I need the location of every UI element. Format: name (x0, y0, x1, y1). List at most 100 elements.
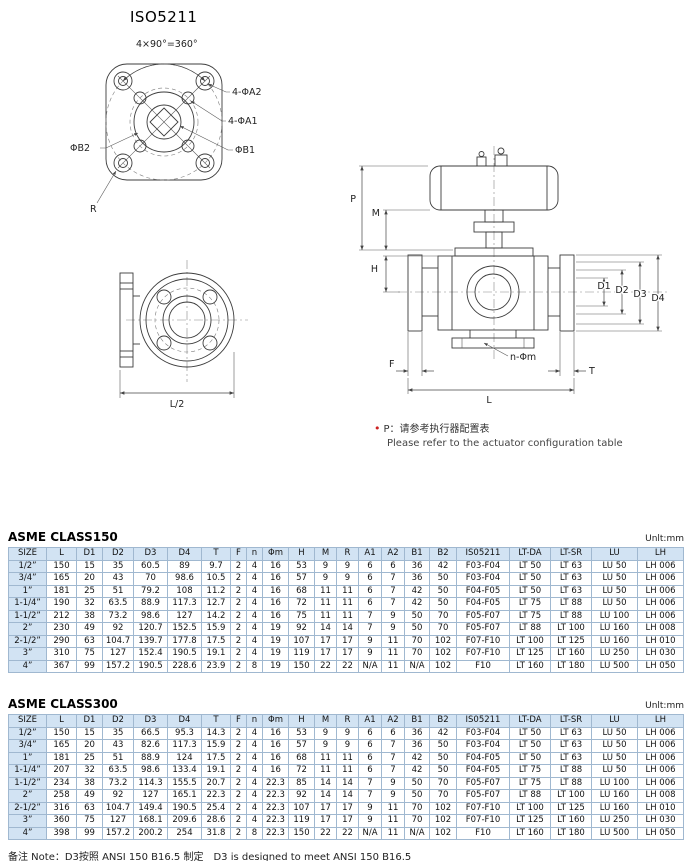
value-cell: 25 (76, 751, 103, 765)
column-header: LT-SR (550, 714, 592, 728)
value-cell: 36 (404, 739, 430, 753)
value-cell: 14.2 (201, 609, 231, 623)
half-l-label: L/2 (170, 399, 185, 410)
value-cell: 11 (381, 634, 405, 648)
value-cell: 70 (404, 814, 430, 828)
value-cell: 19 (262, 647, 289, 661)
footer-note-en: D3 is designed to meet ANSI 150 B16.5 (213, 852, 412, 861)
value-cell: 14 (314, 789, 337, 803)
b1-label: ΦB1 (235, 145, 255, 156)
value-cell: 17.5 (201, 751, 231, 765)
value-cell: 70 (429, 789, 457, 803)
value-cell: LT 75 (509, 776, 551, 790)
value-cell: 7 (381, 739, 405, 753)
value-cell: F05-F07 (456, 776, 510, 790)
column-header: A2 (381, 547, 405, 561)
value-cell: 42 (429, 559, 457, 573)
value-cell: 14 (336, 776, 359, 790)
value-cell: 7 (358, 609, 382, 623)
size-cell: 1” (8, 584, 47, 598)
value-cell: F05-F07 (456, 789, 510, 803)
value-cell: 92 (102, 789, 134, 803)
actuator-note: •P：请参考执行器配置表 Please refer to the actuato… (374, 420, 623, 449)
value-cell: LU 160 (591, 801, 638, 815)
value-cell: 23.9 (201, 659, 231, 673)
column-header: SIZE (8, 547, 47, 561)
value-cell: 20 (76, 572, 103, 586)
value-cell: LT 50 (509, 726, 551, 740)
value-cell: 32 (76, 764, 103, 778)
value-cell: 7 (381, 764, 405, 778)
value-cell: 11 (381, 826, 405, 840)
value-cell: 17 (314, 634, 337, 648)
column-header: LU (591, 547, 638, 561)
value-cell: 6 (358, 584, 382, 598)
value-cell: 119 (288, 814, 315, 828)
page-title: ISO5211 (130, 8, 198, 26)
value-cell: F04-F05 (456, 584, 510, 598)
value-cell: LT 63 (550, 726, 592, 740)
value-cell: 50 (404, 609, 430, 623)
column-header: D3 (133, 714, 168, 728)
value-cell: 17 (336, 634, 359, 648)
value-cell: LT 160 (509, 659, 551, 673)
value-cell: 20 (76, 739, 103, 753)
value-cell: 2 (230, 622, 247, 636)
value-cell: 4 (246, 634, 263, 648)
value-cell: 108 (167, 584, 202, 598)
column-header: R (336, 547, 359, 561)
column-header: B2 (429, 714, 457, 728)
value-cell: 157.2 (102, 826, 134, 840)
value-cell: 139.7 (133, 634, 168, 648)
value-cell: 150 (288, 659, 315, 673)
value-cell: 190 (46, 597, 77, 611)
value-cell: LU 250 (591, 814, 638, 828)
value-cell: 70 (429, 609, 457, 623)
value-cell: LT 50 (509, 572, 551, 586)
value-cell: LH 006 (637, 739, 684, 753)
value-cell: 2 (230, 764, 247, 778)
value-cell: LT 125 (550, 634, 592, 648)
value-cell: 11 (314, 751, 337, 765)
value-cell: LT 75 (509, 597, 551, 611)
value-cell: 17 (314, 814, 337, 828)
column-header: M (314, 547, 337, 561)
value-cell: 15.9 (201, 739, 231, 753)
value-cell: 11.2 (201, 584, 231, 598)
value-cell: 200.2 (133, 826, 168, 840)
value-cell: 50 (429, 739, 457, 753)
column-header: LT-DA (509, 547, 551, 561)
value-cell: 85 (288, 776, 315, 790)
value-cell: LU 50 (591, 726, 638, 740)
value-cell: 2 (230, 814, 247, 828)
value-cell: 22.3 (262, 814, 289, 828)
value-cell: 22.3 (262, 826, 289, 840)
value-cell: LT 88 (550, 776, 592, 790)
value-cell: 53 (288, 726, 315, 740)
value-cell: 4 (246, 559, 263, 573)
value-cell: 2 (230, 826, 247, 840)
value-cell: 6 (381, 726, 405, 740)
value-cell: 22 (336, 826, 359, 840)
value-cell: LH 030 (637, 647, 684, 661)
column-header: T (201, 714, 231, 728)
value-cell: F03-F04 (456, 739, 510, 753)
column-header: F (230, 547, 247, 561)
value-cell: 4 (246, 764, 263, 778)
dim-label-nm: n-Φm (510, 352, 536, 363)
value-cell: 79.2 (133, 584, 168, 598)
value-cell: 43 (102, 739, 134, 753)
value-cell: 17.5 (201, 634, 231, 648)
value-cell: 82.6 (133, 739, 168, 753)
value-cell: 17 (336, 814, 359, 828)
value-cell: 70 (404, 801, 430, 815)
value-cell: LH 006 (637, 776, 684, 790)
value-cell: 72 (288, 764, 315, 778)
value-cell: 6 (381, 559, 405, 573)
value-cell: LT 160 (550, 647, 592, 661)
value-cell: LT 125 (550, 801, 592, 815)
